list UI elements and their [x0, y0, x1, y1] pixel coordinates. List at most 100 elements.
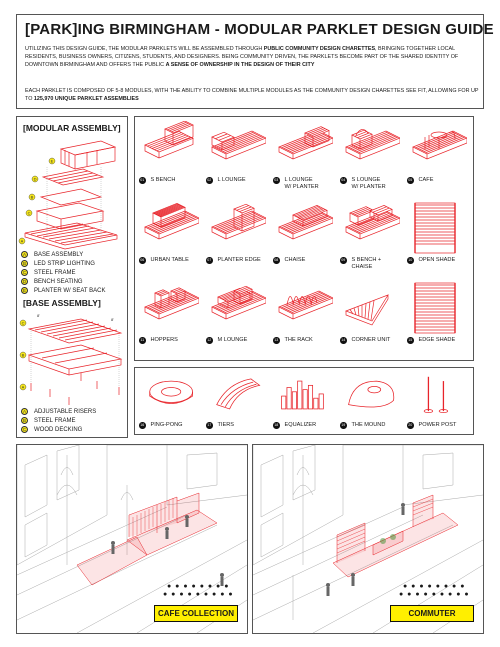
- modules-text: Each parklet is composed of 5-8 modules,…: [25, 88, 479, 102]
- modular-assembly-exploded-diagram: E D B C A: [18, 140, 118, 250]
- module-label: 18 EQUALIZER: [273, 422, 316, 429]
- module-number-badge: 06: [139, 257, 146, 264]
- svg-text:8': 8': [111, 317, 114, 322]
- module-name-line1: CHAISE: [284, 257, 306, 263]
- hoppers-icon: [144, 287, 199, 320]
- svg-text:C: C: [22, 321, 25, 326]
- module-name: TIERS: [217, 422, 234, 428]
- module-name: L LOUNGE: [218, 177, 246, 184]
- module-name-line1: M LOUNGE: [217, 337, 248, 343]
- intro-text: , bringing together local residents, bus…: [25, 46, 459, 68]
- corner-unit-icon: [345, 294, 389, 326]
- module-name: PLANTER EDGE: [218, 257, 261, 264]
- module-label: 06 URBAN TABLE: [139, 257, 189, 264]
- module-name-line1: S BENCH +: [351, 257, 382, 263]
- urban-table-icon: [144, 203, 199, 240]
- module-number-badge: 10: [407, 257, 414, 264]
- module-name: OPEN SHADE: [419, 257, 456, 264]
- legend-key: C: [21, 269, 28, 276]
- module-number-badge: 17: [206, 422, 213, 429]
- module-name: URBAN TABLE: [151, 257, 189, 264]
- module-name: HOPPERS: [151, 337, 178, 344]
- module-number-badge: 04: [340, 177, 347, 184]
- module-name: EDGE SHADE: [419, 337, 456, 344]
- power-post-icon: [423, 376, 449, 414]
- legend-key: A: [21, 408, 28, 415]
- svg-text:D: D: [34, 177, 37, 182]
- module-name: CORNER UNIT: [352, 337, 391, 344]
- intro-emphasis: public community design charettes: [263, 46, 376, 52]
- svg-text:8': 8': [37, 313, 40, 318]
- l-lounge-planter-icon: [278, 126, 333, 160]
- cafe-street-perspective-illustration: [17, 445, 247, 633]
- legend-label: BENCH SEATING: [34, 278, 83, 285]
- commuter-street-perspective-illustration: [253, 445, 483, 633]
- the-mound-icon: [348, 380, 395, 408]
- module-number-badge: 03: [273, 177, 280, 184]
- module-dots-row: ● ● ● ● ● ● ● ●: [167, 583, 230, 590]
- legend-label: WOOD DECKING: [34, 426, 83, 433]
- module-dots-row: ● ● ● ● ● ● ● ●: [403, 583, 466, 590]
- intro-text: Utilizing this design guide, the modular…: [25, 46, 264, 52]
- the-rack-icon: [278, 290, 333, 320]
- element-card: 18 EQUALIZER: [273, 372, 337, 434]
- element-card: 17 TIERS: [206, 372, 270, 434]
- svg-text:E: E: [51, 159, 54, 164]
- module-name: THE MOUND: [351, 422, 386, 428]
- commuter-render: ● ● ● ● ● ● ● ● ● ● ● ● ● ● ● ● ● COMMUT…: [252, 444, 484, 634]
- legend-label: STEEL FRAME: [34, 269, 76, 276]
- svg-text:C: C: [28, 211, 31, 216]
- planter-edge-icon: [211, 203, 266, 240]
- svg-text:A: A: [22, 385, 25, 390]
- module-name-line1: CAFE: [418, 177, 434, 183]
- s-lounge-planter-icon: [345, 129, 400, 160]
- module-dots-row: ● ● ● ● ● ● ● ● ●: [163, 591, 234, 598]
- svg-text:A: A: [21, 239, 24, 244]
- module-name: PING-PONG: [150, 422, 183, 428]
- module-name-line1: EDGE SHADE: [418, 337, 456, 343]
- svg-text:B: B: [31, 195, 34, 200]
- module-name: EQUALIZER: [284, 422, 317, 428]
- module-name-line1: L LOUNGE: [217, 177, 246, 183]
- legend-key: E: [21, 287, 28, 294]
- edge-shade-icon: [414, 282, 456, 334]
- legend-label: PLANTER W/ SEAT BACK: [34, 287, 106, 294]
- m-lounge-icon: [211, 285, 266, 320]
- module-number-badge: 18: [273, 422, 280, 429]
- render-label: COMMUTER: [390, 605, 474, 622]
- legend-item: E PLANTER W/ SEAT BACK: [21, 287, 105, 294]
- module-name-line1: PLANTER EDGE: [217, 257, 261, 263]
- module-name: CHAISE: [285, 257, 306, 264]
- base-assembly-title: [BASE ASSEMBLY]: [23, 298, 101, 308]
- module-name-line1: S LOUNGE: [351, 177, 381, 183]
- intro-emphasis: a sense of ownership in the design of th…: [165, 62, 315, 68]
- modules-paragraph: Each parklet is composed of 5-8 modules,…: [25, 87, 480, 103]
- module-card: 06 URBAN TABLE: [139, 201, 203, 279]
